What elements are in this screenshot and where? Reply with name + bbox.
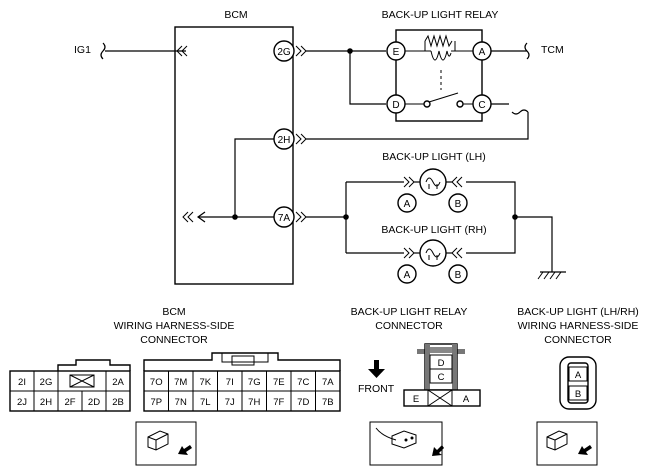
svg-text:BACK-UP LIGHT RELAY: BACK-UP LIGHT RELAY [351,306,468,318]
ig1-label: IG1 [74,44,91,56]
svg-text:2B: 2B [112,397,124,408]
relay-switch-icon [405,92,473,108]
svg-text:2D: 2D [88,397,100,408]
ground-icon [537,271,566,280]
bcm-right-cell: 7C [297,377,309,388]
relay-pin-e: E [386,41,406,61]
wire-relay-tcm [491,42,530,60]
svg-text:E: E [393,47,400,58]
relay-coil-icon [405,34,473,90]
relay-connector: D C E A [403,343,481,407]
light-connector-title: BACK-UP LIGHT (LH/RH) WIRING HARNESS-SID… [517,306,639,346]
front-arrow-icon [368,360,385,378]
bcm-pin-2h: 2H [273,128,295,150]
relay-pin-d: D [386,94,406,114]
bcm-pin-7a: 7A [273,206,295,228]
svg-text:CONNECTOR: CONNECTOR [375,320,443,332]
bcm-right-cell: 7J [225,397,235,408]
svg-text:2I: 2I [18,377,26,388]
tcm-label: TCM [541,44,564,56]
bcm-right-cell: 7O [150,377,163,388]
wire-relay-c-2h [232,103,529,220]
relay-connector-view-icon [369,421,444,466]
svg-text:CONNECTOR: CONNECTOR [544,334,612,346]
svg-text:2F: 2F [64,397,75,408]
svg-text:7A: 7A [278,213,291,224]
svg-text:2J: 2J [17,397,27,408]
bcm-right-cell: 7L [200,397,211,408]
svg-text:A: A [463,394,470,405]
wire-7a-lamps [196,181,553,272]
relay-pin-a: A [472,41,492,61]
bcm-right-cell: 7P [150,397,162,408]
svg-text:D: D [438,358,445,369]
svg-text:BACK-UP LIGHT (LH/RH): BACK-UP LIGHT (LH/RH) [517,306,639,318]
bcm-pin-2g: 2G [273,40,295,62]
lamp-lh-pin-b: B [448,193,468,213]
svg-text:WIRING HARNESS-SIDE: WIRING HARNESS-SIDE [518,320,639,332]
lamp-lh-pin-a: A [397,193,417,213]
bcm-right-cell: 7I [226,377,234,388]
back-up-light-lh-bulb [403,168,463,196]
svg-text:A: A [575,370,582,381]
bcm-right-cell: 7D [297,397,309,408]
wire-2g-relay [306,48,386,105]
bcm-title: BCM [224,9,247,21]
svg-text:A: A [479,47,486,58]
lamp-rh-pin-a: A [397,264,417,284]
ig1-wire [100,42,188,60]
relay-title: BACK-UP LIGHT RELAY [382,9,499,21]
back-up-light-rh-bulb [403,239,463,267]
svg-text:2A: 2A [112,377,124,388]
light-rh-title: BACK-UP LIGHT (RH) [381,224,486,236]
bcm-connector-right: 7O 7P 7M 7N 7K 7L 7I 7J 7G 7H 7E 7F 7C 7D 7A 7B [143,352,341,412]
svg-text:B: B [455,270,462,281]
svg-text:B: B [575,389,581,400]
svg-text:2G: 2G [40,377,53,388]
svg-text:CONNECTOR: CONNECTOR [140,334,208,346]
bcm-right-cell: 7B [322,397,334,408]
svg-text:D: D [392,100,399,111]
svg-text:A: A [404,270,411,281]
bcm-right-cell: 7H [248,397,260,408]
bcm-connector-left: 2I 2G 2A 2J 2H 2F 2D 2B [9,359,131,412]
light-lh-title: BACK-UP LIGHT (LH) [382,151,485,163]
svg-text:C: C [438,372,445,383]
bcm-module-box [174,26,294,285]
front-label: FRONT [358,383,395,395]
svg-text:E: E [413,394,419,405]
svg-text:B: B [455,199,462,210]
lamp-rh-pin-b: B [448,264,468,284]
bcm-connector-title: BCM WIRING HARNESS-SIDE CONNECTOR [114,306,235,346]
svg-text:C: C [478,100,485,111]
svg-text:2H: 2H [278,135,291,146]
bcm-connector-view-icon [135,421,197,466]
light-connector: A B [559,356,597,410]
svg-text:WIRING HARNESS-SIDE: WIRING HARNESS-SIDE [114,320,235,332]
svg-text:A: A [404,199,411,210]
relay-pin-c: C [472,94,492,114]
bcm-right-cell: 7A [322,377,334,388]
svg-text:2H: 2H [40,397,52,408]
relay-box [395,29,483,122]
relay-connector-title: BACK-UP LIGHT RELAY CONNECTOR [351,306,468,332]
svg-text:2G: 2G [277,47,291,58]
bulb-icon [425,177,441,187]
bcm-right-cell: 7N [175,397,187,408]
bcm-right-cell: 7M [174,377,187,388]
bcm-right-cell: 7G [248,377,261,388]
svg-text:BCM: BCM [162,306,185,318]
bcm-right-cell: 7E [273,377,285,388]
bcm-right-cell: 7F [273,397,284,408]
bcm-right-cell: 7K [199,377,211,388]
light-connector-view-icon [536,421,598,466]
